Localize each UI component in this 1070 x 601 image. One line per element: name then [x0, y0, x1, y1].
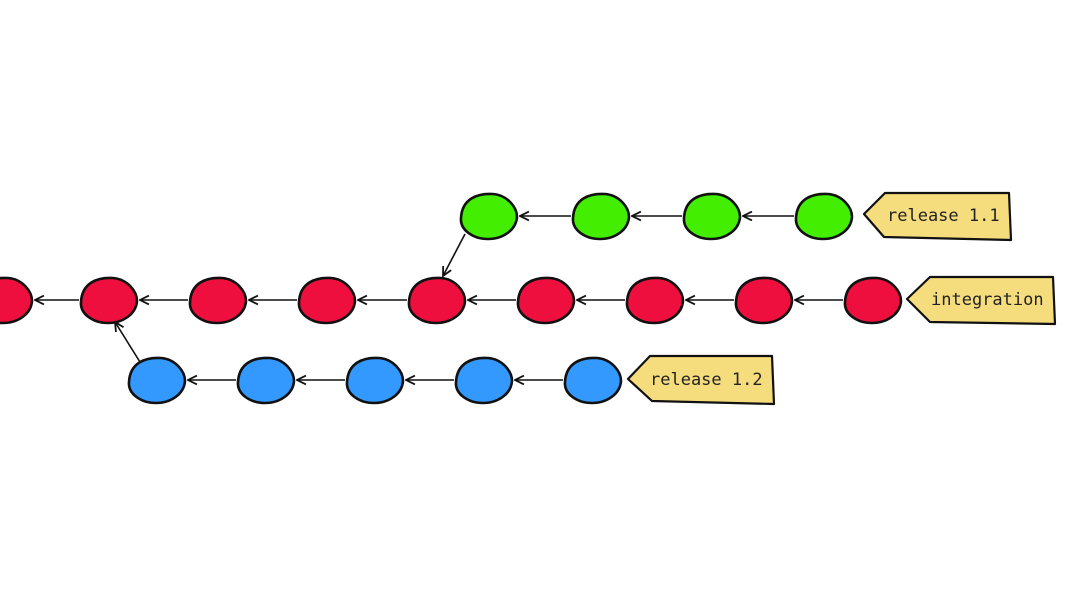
- commit-node[interactable]: [563, 356, 623, 405]
- commit-node[interactable]: [459, 192, 519, 241]
- commit-node[interactable]: [794, 192, 854, 241]
- commit-node[interactable]: [79, 276, 139, 325]
- release-1-1-commits: [459, 192, 854, 241]
- branch-link-arrow-release-1-1: [443, 233, 466, 276]
- commit-node[interactable]: [734, 276, 794, 325]
- tag-integration-label: integration: [931, 290, 1044, 310]
- commit-node[interactable]: [407, 276, 467, 325]
- commit-node[interactable]: [682, 192, 742, 241]
- arrows-layer: [35, 216, 843, 380]
- commit-node[interactable]: [127, 356, 187, 405]
- integration-commits: [0, 276, 903, 325]
- commit-node[interactable]: [516, 276, 576, 325]
- tag-release-1-2-label: release 1.2: [650, 370, 763, 390]
- commit-node[interactable]: [297, 276, 357, 325]
- release-1-2-commits: [127, 356, 623, 405]
- commit-node[interactable]: [625, 276, 685, 325]
- commit-node[interactable]: [188, 276, 248, 325]
- branch-link-arrow-release-1-2: [115, 322, 141, 363]
- commit-node[interactable]: [571, 192, 631, 241]
- tag-release-1-1[interactable]: release 1.1: [862, 191, 1013, 242]
- commit-node[interactable]: [454, 356, 514, 405]
- commit-node[interactable]: [236, 356, 296, 405]
- tag-release-1-1-label: release 1.1: [887, 206, 1000, 226]
- tag-integration[interactable]: integration: [905, 275, 1057, 326]
- commit-node[interactable]: [0, 276, 34, 325]
- tag-release-1-2[interactable]: release 1.2: [626, 354, 776, 406]
- commit-node[interactable]: [345, 356, 405, 405]
- commit-node[interactable]: [843, 276, 903, 325]
